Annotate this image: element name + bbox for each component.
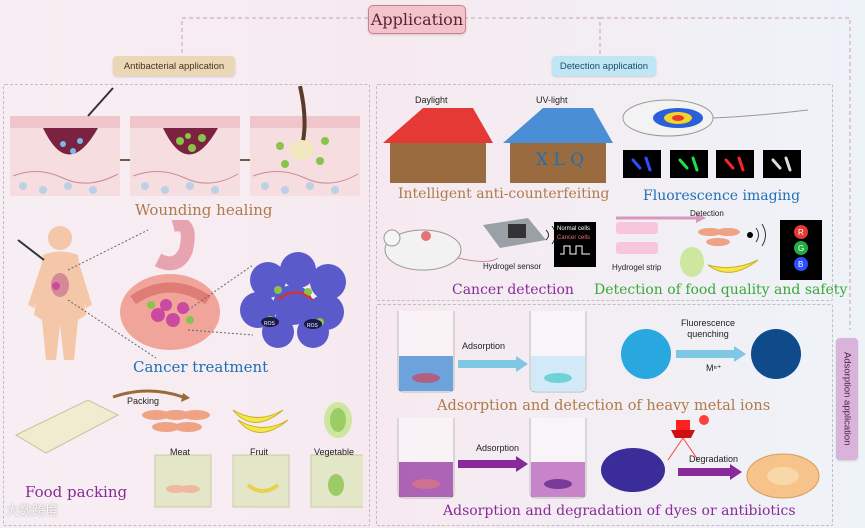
cancer-detection-caption: Cancer detection — [452, 282, 574, 298]
adsorption-label-2: Adsorption — [476, 443, 520, 453]
hydrogel-sensor-label: Hydrogel sensor — [483, 262, 542, 271]
adsorption-panel — [376, 304, 833, 526]
daylight-label: Daylight — [415, 95, 448, 105]
fruit-label: Fruit — [250, 447, 268, 457]
food-packing-illustration — [14, 389, 363, 508]
uv-light-label: UV-light — [536, 95, 568, 105]
cancer-cells-label: Cancer cells — [557, 235, 591, 241]
anti-counterfeiting-caption: Intelligent anti-counterfeiting — [398, 186, 610, 202]
anti-counterfeiting-illustration — [383, 99, 809, 183]
hydrogel-strip-label: Hydrogel strip — [612, 263, 662, 272]
fluorescence-quenching-label: Fluorescence quenching — [681, 318, 736, 339]
heavy-metal-caption: Adsorption and detection of heavy metal … — [437, 398, 771, 414]
food-quality-caption: Detection of food quality and safety — [594, 282, 848, 298]
detection-panel — [376, 84, 833, 301]
dyes-degradation-illustration — [397, 415, 820, 499]
wound-healing-illustration — [10, 86, 360, 196]
cancer-treatment-illustration: ROS ROS — [17, 220, 346, 360]
normal-cells-label: Normal cells — [557, 226, 591, 232]
wounding-healing-caption: Wounding healing — [135, 201, 273, 219]
adsorption-section-label: Adsorption application — [836, 338, 858, 460]
dyes-caption: Adsorption and degradation of dyes or an… — [443, 503, 796, 519]
heavy-metal-illustration — [397, 311, 801, 393]
adsorption-label-1: Adsorption — [462, 341, 506, 351]
meat-label: Meat — [170, 447, 191, 457]
detection-section-label: Detection application — [552, 56, 656, 76]
cancer-food-detection-illustration: R G B — [383, 213, 822, 280]
antibacterial-section-label: Antibacterial application — [113, 56, 235, 76]
ros-label-1: ROS — [264, 321, 276, 327]
watermark: 大数跨境 — [6, 504, 59, 519]
rgb-b: B — [798, 260, 803, 269]
cancer-treatment-caption: Cancer treatment — [133, 358, 269, 376]
ros-label-2: ROS — [307, 323, 319, 329]
detection-label: Detection — [690, 209, 724, 218]
xlq-text: X L Q — [535, 150, 585, 170]
vegetable-label: Vegetable — [314, 447, 355, 457]
metal-ion-label: Mⁿ⁺ — [706, 363, 722, 373]
packing-label: Packing — [127, 396, 160, 406]
rgb-r: R — [798, 228, 804, 237]
antibacterial-panel — [3, 84, 370, 526]
degradation-label: Degradation — [689, 454, 739, 464]
page-title: Application — [368, 5, 466, 34]
fluorescence-imaging-caption: Fluorescence imaging — [643, 188, 801, 204]
rgb-g: G — [798, 244, 804, 253]
food-packing-caption: Food packing — [25, 483, 128, 501]
